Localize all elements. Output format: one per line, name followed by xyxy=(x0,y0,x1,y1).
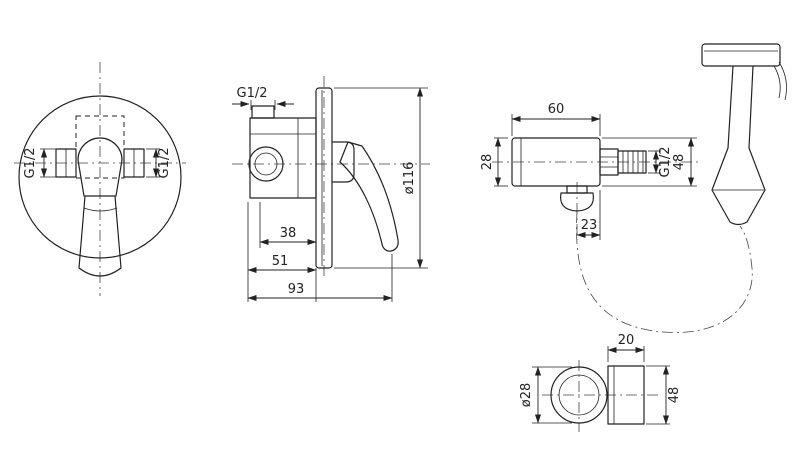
mounting-box-hidden xyxy=(75,115,125,179)
sprayer-head xyxy=(701,43,781,67)
front-thread-right-label: G1/2 xyxy=(157,148,172,179)
hose-centerline xyxy=(576,211,753,333)
bracket-cup-inner xyxy=(558,374,600,416)
dim-60: 60 xyxy=(548,102,565,117)
dim-23: 23 xyxy=(581,218,598,233)
dim-38: 38 xyxy=(280,226,297,241)
sprayer-nozzle xyxy=(729,221,748,226)
cartridge-dome xyxy=(77,137,123,161)
side-view: G1/2 38 51 93 ø116 xyxy=(232,76,430,302)
outlet-view: 60 28 G1/2 48 23 xyxy=(480,102,700,240)
side-thread-top-label: G1/2 xyxy=(237,86,268,101)
bracket-wall-plate xyxy=(607,365,645,425)
sprayer-cone-right xyxy=(746,147,766,223)
valve-body xyxy=(249,117,317,199)
dim-28: 28 xyxy=(480,154,495,171)
front-thread-left-label: G1/2 xyxy=(23,148,38,179)
dim-93: 93 xyxy=(288,282,305,297)
top-port xyxy=(251,105,275,119)
outlet-thread-label: G1/2 xyxy=(658,147,673,178)
dim-20: 20 xyxy=(618,333,635,348)
lever-handle-front xyxy=(78,195,122,277)
dim-d28: ø28 xyxy=(519,383,534,408)
dim-51: 51 xyxy=(272,254,289,269)
plate-outline xyxy=(18,95,182,259)
dim-48-outlet: 48 xyxy=(672,154,687,171)
sprayer-lever xyxy=(778,61,787,101)
sprayer-cone-left xyxy=(711,147,731,223)
escutcheon-cap xyxy=(331,141,355,183)
dim-plate-diameter: ø116 xyxy=(402,162,417,195)
front-view: G1/2 G1/2 xyxy=(14,62,186,296)
lever-handle-side xyxy=(339,141,399,252)
inlet-boss-inner xyxy=(254,152,278,176)
sprayer-view xyxy=(701,43,787,226)
shutoff-knob xyxy=(559,192,595,212)
thread-stub xyxy=(617,150,647,174)
plate-side-outline xyxy=(315,87,333,269)
inlet-boss-outer xyxy=(248,146,284,182)
bracket-view: 20 ø28 48 xyxy=(519,333,682,432)
bracket-cup-outer xyxy=(550,366,608,424)
dim-48-bracket: 48 xyxy=(667,387,682,404)
